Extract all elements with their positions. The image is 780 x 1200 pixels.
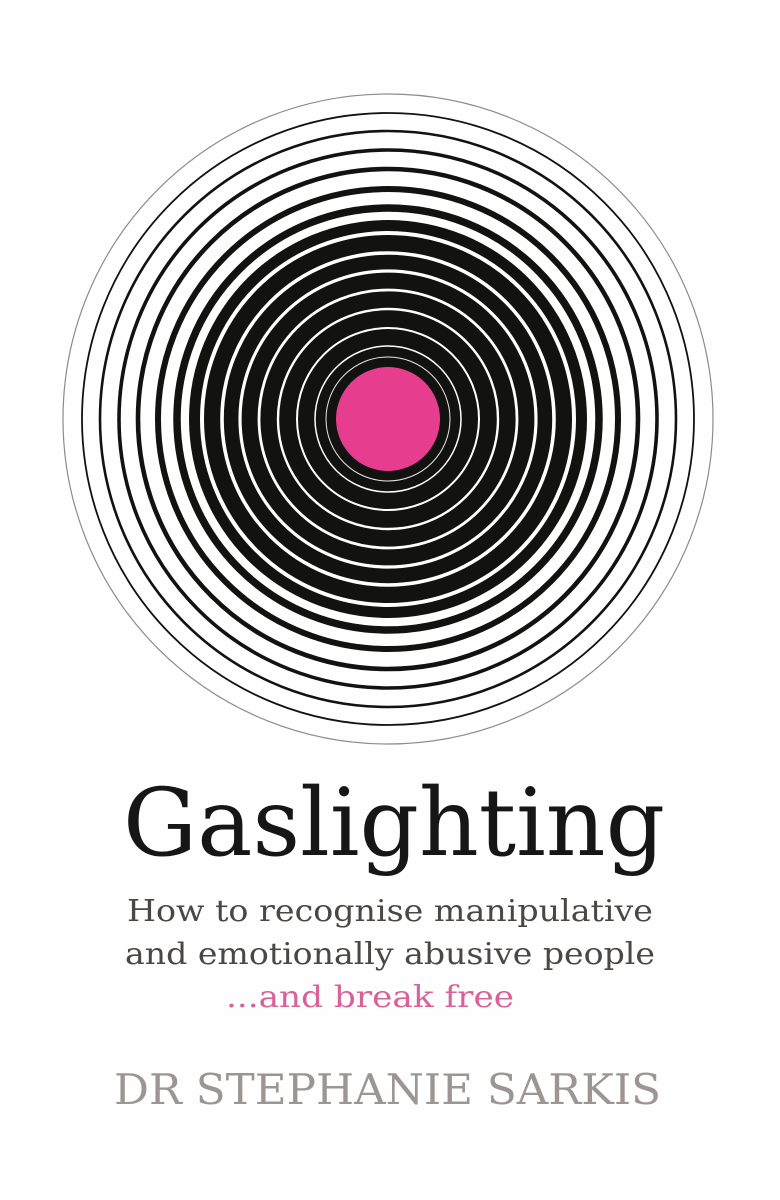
subtitle-line-1: How to recognise manipulative bbox=[127, 894, 653, 929]
tagline: ...and break free bbox=[226, 980, 514, 1015]
pink-center-dot-icon bbox=[336, 367, 440, 471]
author-name: DR STEPHANIE SARKIS bbox=[114, 1065, 661, 1114]
book-title: Gaslighting bbox=[123, 769, 665, 878]
subtitle-line-2: and emotionally abusive people bbox=[125, 937, 655, 972]
